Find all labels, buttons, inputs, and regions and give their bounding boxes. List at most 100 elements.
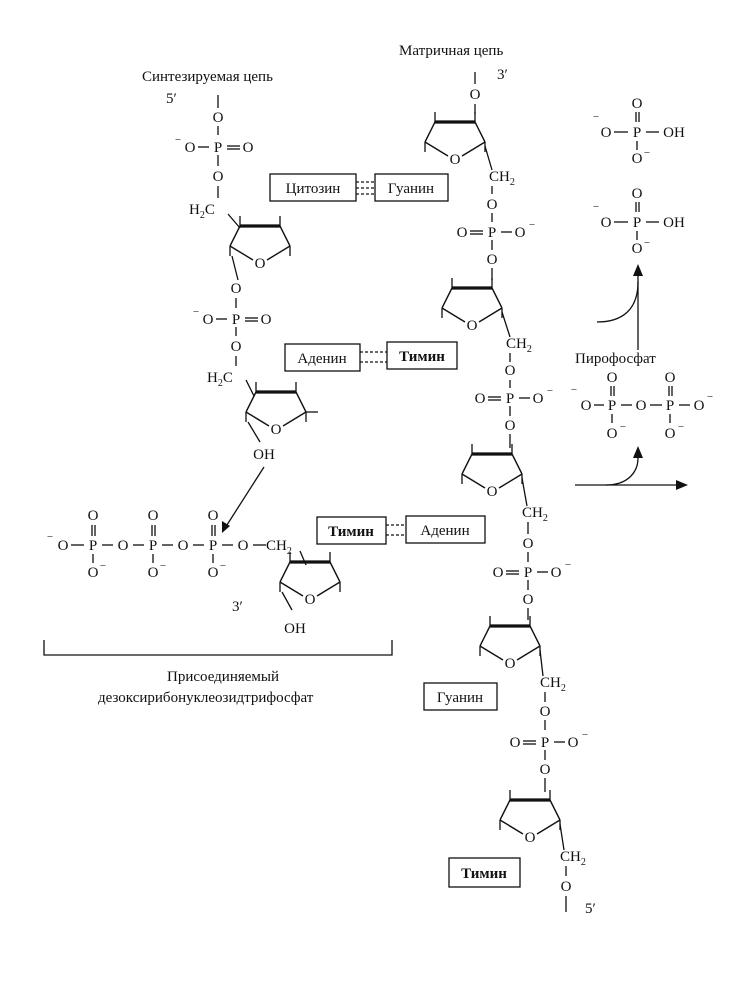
oxygen: O xyxy=(203,312,214,328)
base-thymine-template-2: Тимин xyxy=(448,857,521,888)
charge-minus: − xyxy=(644,237,650,249)
charge-minus: − xyxy=(193,306,199,318)
oxygen: O xyxy=(694,398,705,414)
charge-minus: − xyxy=(100,560,106,572)
oxygen: O xyxy=(540,762,551,778)
oxygen: O xyxy=(632,151,643,167)
synth-sugar-1: O xyxy=(229,216,291,272)
phosphorus: P xyxy=(149,538,157,554)
h2c-group: H2C xyxy=(189,202,215,221)
ring-oxygen: O xyxy=(255,256,266,272)
oxygen: O xyxy=(118,538,129,554)
charge-minus: − xyxy=(593,201,599,213)
ch2-group: CH2 xyxy=(266,538,292,557)
template-sugar-2: O xyxy=(441,278,503,334)
charge-minus: − xyxy=(47,531,53,543)
oxygen: O xyxy=(636,398,647,414)
svg-text:Тимин: Тимин xyxy=(461,866,507,882)
charge-minus: − xyxy=(529,219,535,231)
base-thymine-incoming: Тимин xyxy=(316,516,387,545)
oxygen: O xyxy=(632,96,643,112)
oxygen: O xyxy=(243,140,254,156)
base-adenine-template: Аденин xyxy=(405,515,486,544)
ch2-group: CH2 xyxy=(540,675,566,694)
phosphorus: P xyxy=(666,398,674,414)
svg-text:Тимин: Тимин xyxy=(399,349,445,365)
oxygen: O xyxy=(231,339,242,355)
charge-minus: − xyxy=(582,729,588,741)
base-guanine-template-1: Гуанин xyxy=(374,173,449,202)
oxygen: O xyxy=(533,391,544,407)
svg-text:Тимин: Тимин xyxy=(328,524,374,540)
template-5-prime-label: 5′ xyxy=(585,901,596,917)
oxygen: O xyxy=(487,252,498,268)
oxygen: O xyxy=(632,186,643,202)
template-sugar-4: O xyxy=(479,616,541,672)
ch2-group: CH2 xyxy=(560,849,586,868)
svg-text:Гуанин: Гуанин xyxy=(388,181,434,197)
oxygen: O xyxy=(208,565,219,581)
charge-minus: − xyxy=(678,421,684,433)
charge-minus: − xyxy=(565,559,571,571)
oxygen: O xyxy=(515,225,526,241)
phosphorus: P xyxy=(633,125,641,141)
oxygen: O xyxy=(601,125,612,141)
oxygen: O xyxy=(148,565,159,581)
oxygen: O xyxy=(487,197,498,213)
oxygen: O xyxy=(185,140,196,156)
h2c-group: H2C xyxy=(207,370,233,389)
oxygen: O xyxy=(632,241,643,257)
incoming-label-line2: дезоксирибонуклеозидтрифосфат xyxy=(98,690,314,706)
incoming-3-prime-label: 3′ xyxy=(232,599,243,615)
oxygen: O xyxy=(457,225,468,241)
hydroxyl: OH xyxy=(663,125,685,141)
oxygen: O xyxy=(665,426,676,442)
oxygen: O xyxy=(493,565,504,581)
oxygen: O xyxy=(470,87,481,103)
oxygen: O xyxy=(261,312,272,328)
phosphorus: P xyxy=(633,215,641,231)
svg-text:Аденин: Аденин xyxy=(297,351,346,367)
synth-phosphate-2: PO−O xyxy=(193,306,272,328)
oxygen: O xyxy=(505,418,516,434)
incoming-label-line1: Присоединяемый xyxy=(167,669,279,685)
ch2-group: CH2 xyxy=(522,505,548,524)
ch2-group: CH2 xyxy=(506,336,532,355)
synthesized-strand-label: Синтезируемая цепь xyxy=(142,69,273,85)
oxygen: O xyxy=(510,735,521,751)
oxygen: O xyxy=(568,735,579,751)
synth-phosphate-1: PO−O xyxy=(175,134,254,156)
reaction-arrows xyxy=(222,264,688,533)
hydroxyl-3prime: OH xyxy=(253,447,275,463)
template-3-prime-label: 3′ xyxy=(497,67,508,83)
ring-oxygen: O xyxy=(487,484,498,500)
ring-oxygen: O xyxy=(305,592,316,608)
charge-minus: − xyxy=(547,385,553,397)
charge-minus: − xyxy=(593,111,599,123)
oxygen: O xyxy=(540,704,551,720)
charge-minus: − xyxy=(220,560,226,572)
template-sugar-5: O xyxy=(499,790,561,846)
base-adenine-synth: Аденин xyxy=(284,343,361,372)
base-thymine-template-1: Тимин xyxy=(386,341,458,370)
oxygen: O xyxy=(475,391,486,407)
oxygen: O xyxy=(178,538,189,554)
charge-minus: − xyxy=(620,421,626,433)
oxygen: O xyxy=(208,508,219,524)
h2c-group: H2C xyxy=(189,202,215,221)
h2c-group: H2C xyxy=(207,370,233,389)
phosphorus: P xyxy=(524,565,532,581)
phosphorus: P xyxy=(608,398,616,414)
ch2-group: CH2 xyxy=(506,336,532,355)
ch2-group: CH2 xyxy=(489,169,515,188)
oxygen: O xyxy=(148,508,159,524)
synth-5-prime-label: 5′ xyxy=(166,91,177,107)
